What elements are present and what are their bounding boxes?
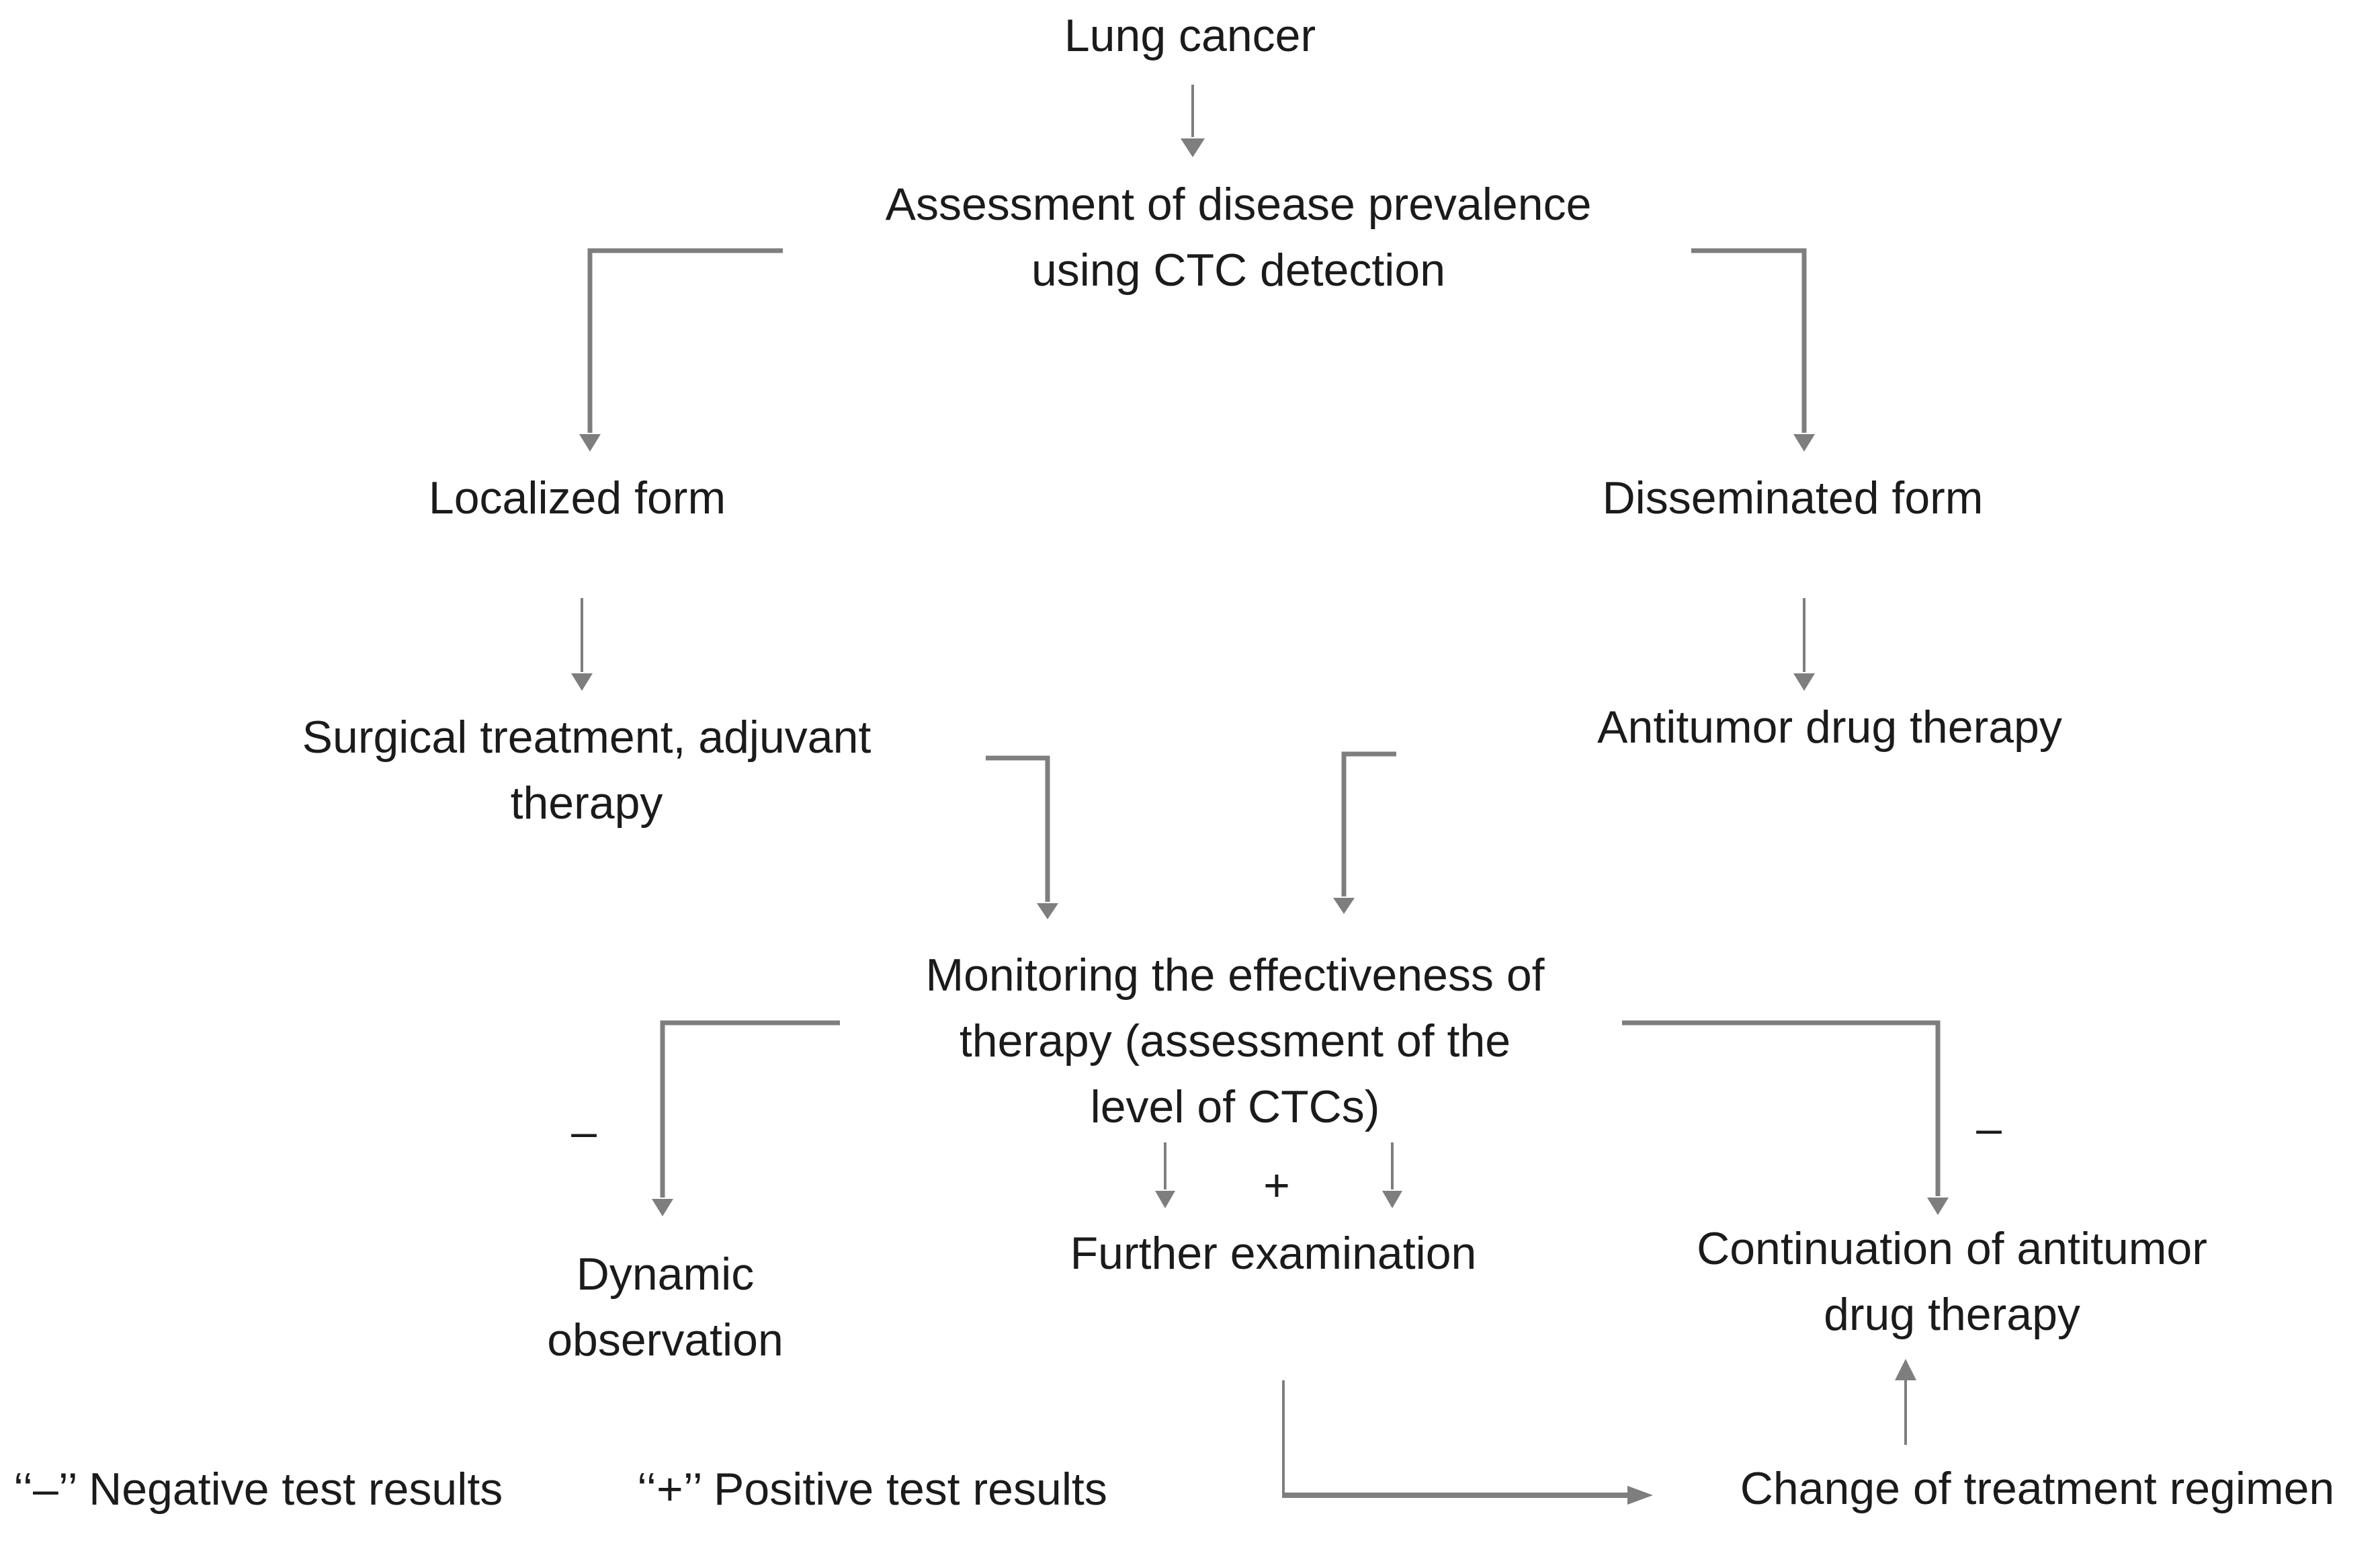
connector-further-to-change [1282, 1380, 1653, 1505]
arrow-change-to-continuation [1895, 1359, 1916, 1445]
connector-assessment-to-disseminated [1691, 248, 1815, 452]
arrow-monitoring-to-further-left [1155, 1142, 1175, 1208]
node-assessment-line1: Assessment of disease prevalence [885, 179, 1592, 230]
connector-surgical-to-monitoring [986, 755, 1058, 919]
marker-plus: + [1263, 1160, 1290, 1211]
node-monitoring-line2: therapy (assessment of the [959, 1015, 1511, 1066]
connector-assessment-to-localized [579, 248, 783, 452]
node-antitumor-therapy-label: Antitumor drug therapy [1597, 702, 2062, 753]
node-surgical-treatment: Surgical treatment, adjuvant therapy [251, 704, 923, 836]
node-dynamic-observation: Dynamic observation [464, 1241, 867, 1373]
node-lung-cancer-label: Lung cancer [1064, 10, 1316, 61]
connector-antitumor-to-monitoring [1333, 751, 1396, 914]
node-change-regimen: Change of treatment regimen [1695, 1456, 2380, 1521]
connector-monitoring-to-continuation [1622, 1020, 1949, 1215]
node-change-regimen-label: Change of treatment regimen [1740, 1463, 2335, 1514]
node-continuation-therapy-line1: Continuation of antitumor [1697, 1223, 2207, 1274]
connector-monitoring-to-dynamic [652, 1020, 840, 1216]
arrow-disseminated-to-antitumor [1793, 598, 1815, 691]
node-surgical-treatment-line1: Surgical treatment, adjuvant [302, 712, 872, 763]
node-further-examination-label: Further examination [1070, 1228, 1477, 1279]
node-localized-form-label: Localized form [428, 472, 726, 524]
node-dynamic-observation-line2: observation [547, 1314, 783, 1366]
marker-minus-left: – [571, 1106, 597, 1157]
node-surgical-treatment-line2: therapy [510, 778, 663, 829]
node-monitoring-line1: Monitoring the effectiveness of [925, 950, 1545, 1001]
node-disseminated-form: Disseminated form [1558, 465, 2028, 531]
node-localized-form: Localized form [376, 465, 779, 531]
node-disseminated-form-label: Disseminated form [1602, 472, 1984, 524]
node-continuation-therapy: Continuation of antitumor drug therapy [1650, 1216, 2254, 1347]
legend-positive: ‘‘+’’ Positive test results [637, 1464, 1107, 1515]
node-monitoring: Monitoring the effectiveness of therapy … [832, 942, 1638, 1140]
node-further-examination: Further examination [1038, 1220, 1508, 1286]
arrow-localized-to-surgical [571, 598, 593, 691]
node-antitumor-therapy: Antitumor drug therapy [1527, 694, 2132, 760]
node-continuation-therapy-line2: drug therapy [1824, 1289, 2080, 1340]
node-assessment-line2: using CTC detection [1031, 245, 1446, 296]
legend-negative: ‘‘–’’ Negative test results [13, 1464, 503, 1515]
node-lung-cancer: Lung cancer [988, 3, 1392, 69]
arrow-lung-to-assessment [1181, 85, 1205, 157]
node-assessment: Assessment of disease prevalence using C… [768, 171, 1709, 303]
node-dynamic-observation-line1: Dynamic [576, 1249, 755, 1300]
arrow-monitoring-to-further-right [1382, 1142, 1402, 1208]
marker-minus-right: – [1976, 1103, 2002, 1154]
node-monitoring-line3: level of CTCs) [1090, 1081, 1380, 1132]
